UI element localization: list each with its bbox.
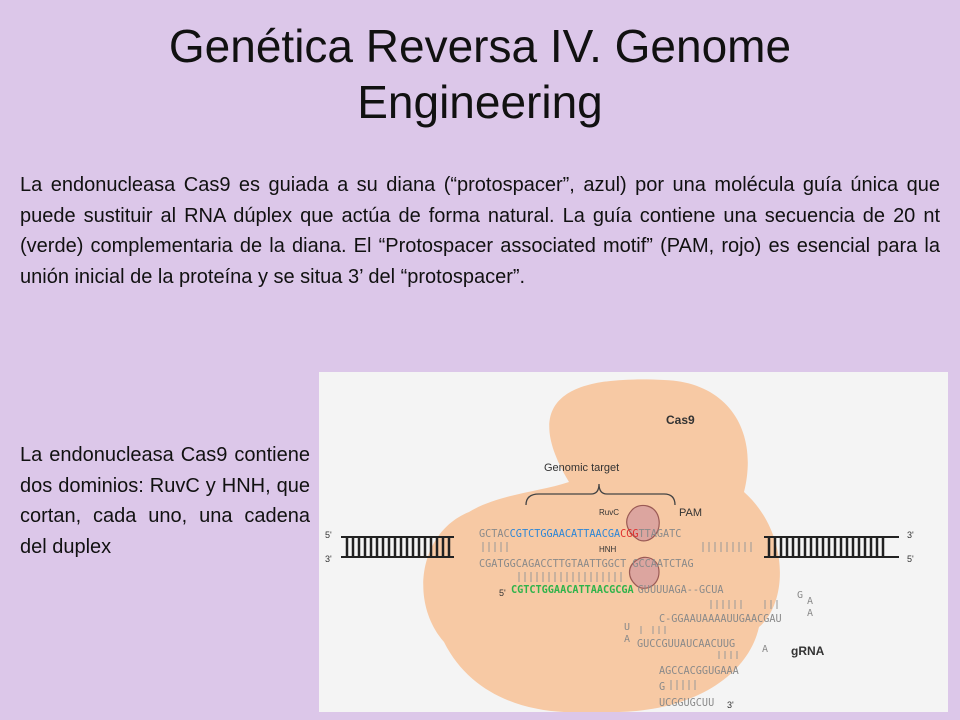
label-5prime-guide: 5'	[499, 588, 506, 598]
pairing-ticks-guide	[518, 572, 622, 582]
label-grna: gRNA	[791, 644, 825, 658]
pairing-ticks-stem2	[718, 651, 738, 659]
cas9-diagram-svg: 5' 3' 3' 5' Cas9 Genomic target RuvC HNH…	[325, 379, 914, 712]
label-3prime-top: 3'	[907, 530, 914, 540]
cas9-diagram: 5' 3' 3' 5' Cas9 Genomic target RuvC HNH…	[319, 372, 948, 712]
top-strand-gray2: TTAGATC	[639, 529, 682, 540]
label-genomic-target: Genomic target	[544, 462, 619, 474]
loop-left-1: U	[624, 622, 630, 633]
guide-spacer: CGTCTGGAACATTAACGCGA	[511, 585, 634, 596]
label-cas9: Cas9	[666, 413, 695, 427]
domains-paragraph: La endonucleasa Cas9 contiene dos domini…	[20, 444, 310, 558]
description-paragraph: La endonucleasa Cas9 es guiada a su dian…	[20, 174, 940, 288]
top-strand-protospacer-end: CGA	[602, 529, 620, 540]
top-strand-pam: CGG	[620, 529, 638, 540]
bottom-strand: CGATGGCAGACCTTGTAATTGGCT GCCAATCTAG	[479, 559, 694, 570]
dna-helix-right	[764, 536, 899, 558]
guide-strand: CGTCTGGAACATTAACGCGA GUUUUAGA--GCUA	[511, 585, 724, 596]
cas9-protein-shape	[423, 379, 780, 712]
loop-right-1: G	[797, 590, 803, 601]
grna-row-agcc: AGCCACGGUGAAA	[659, 666, 739, 677]
label-ruvc: RuvC	[599, 508, 619, 517]
pairing-ticks-top	[482, 542, 752, 552]
loop-right-4: A	[762, 644, 768, 655]
label-3prime-mid: 3'	[325, 554, 332, 564]
stem-g: G	[659, 682, 665, 693]
hnh-domain	[628, 556, 660, 589]
top-strand-protospacer: CGTCTGGAACATTAA	[510, 529, 602, 540]
loop-right-2: A	[807, 596, 813, 607]
pairing-ticks-stem3	[670, 680, 696, 690]
grna-row-ucg: UCGGUGCUU	[659, 698, 714, 709]
guide-repeat: GUUUUAGA--GCUA	[638, 585, 724, 596]
grna-row-gucc: GUCCGUUAUCAACUUG	[637, 639, 735, 650]
genomic-target-bracket	[525, 483, 676, 506]
slide-title: Genética Reversa IV. Genome Engineering	[168, 20, 792, 128]
label-3prime-bottom: 3'	[727, 700, 734, 710]
top-strand-gray1: GCTAC	[479, 529, 510, 540]
top-strand: GCTACCGTCTGGAACATTAACGACGGTTAGATC	[479, 529, 681, 540]
label-pam: PAM	[679, 507, 702, 519]
pairing-ticks-repeat	[710, 600, 778, 609]
grna-row-c: C-GGAAUAAAAUUGAACGAU	[659, 614, 782, 625]
label-5prime-mid: 5'	[907, 554, 914, 564]
loop-right-3: A	[807, 608, 813, 619]
loop-left-2: A	[624, 634, 630, 645]
label-hnh: HNH	[599, 545, 617, 554]
dna-helix-left	[341, 536, 454, 558]
ruvc-domain	[626, 504, 660, 542]
pairing-ticks-stem1	[640, 626, 666, 634]
label-5prime-top: 5'	[325, 530, 332, 540]
